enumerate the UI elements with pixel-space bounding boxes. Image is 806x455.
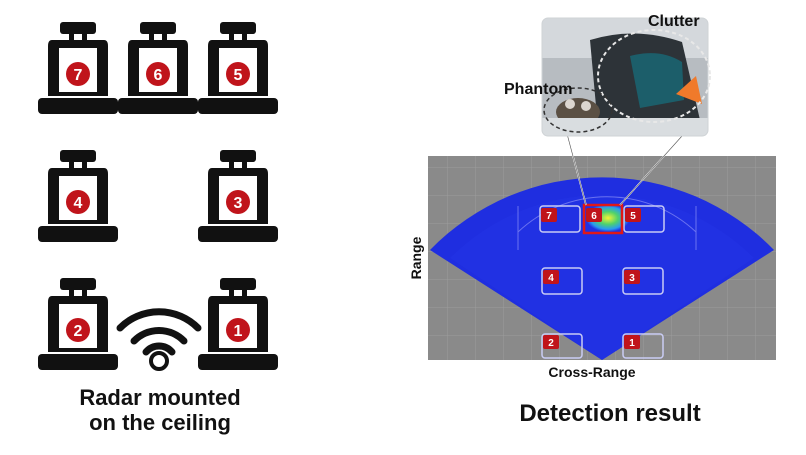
seating-diagram: 7 6 5 4 3 2 1 [38, 22, 278, 371]
zone-box-6-highlight [582, 203, 624, 235]
zone-box-1 [622, 333, 664, 359]
seat-number: 3 [234, 195, 243, 212]
seat-2: 2 [38, 278, 118, 370]
seat-number: 5 [234, 67, 243, 84]
zone-number-6: 6 [591, 211, 597, 222]
phantom-label: Phantom [504, 81, 572, 98]
range-axis-label: Range [408, 236, 424, 280]
zone-number-3: 3 [629, 273, 635, 284]
seat-number: 6 [154, 67, 163, 84]
radar-caption-line1: Radar mounted [79, 385, 241, 410]
x-axis-label: Cross-Range [548, 364, 635, 380]
detection-diagram: 7 6 5 4 3 2 1 Clutter Phantom Cross-Rang… [428, 13, 776, 380]
seat-number: 2 [74, 323, 83, 340]
seat-5: 5 [198, 22, 278, 114]
seat-3: 3 [198, 150, 278, 242]
zone-number-2: 2 [548, 338, 554, 349]
zone-number-7: 7 [546, 211, 552, 222]
zone-box-7 [539, 205, 581, 233]
zone-number-4: 4 [548, 273, 554, 284]
zone-box-4 [541, 267, 583, 295]
detection-arc [517, 196, 697, 233]
radar-caption: Radar mounted on the ceiling [40, 385, 280, 435]
clutter-region [597, 29, 711, 123]
seat-1: 1 [198, 278, 278, 370]
zone-box-3 [622, 267, 664, 295]
radar-waves-icon [116, 308, 202, 356]
zone-number-5: 5 [630, 211, 636, 222]
phantom-region [543, 87, 613, 133]
seat-4: 4 [38, 150, 118, 242]
radar-sensor-icon [149, 351, 169, 371]
seat-number: 4 [74, 195, 83, 212]
radar-caption-line2: on the ceiling [89, 410, 231, 435]
seat-6: 6 [118, 22, 198, 114]
seat-number: 1 [234, 323, 243, 340]
seat-7: 7 [38, 22, 118, 114]
seat-number: 7 [74, 67, 83, 84]
clutter-label: Clutter [648, 13, 700, 30]
zone-box-5 [623, 205, 665, 233]
detection-caption: Detection result [519, 400, 701, 427]
zone-number-1: 1 [629, 338, 635, 349]
zone-box-2 [541, 333, 583, 359]
